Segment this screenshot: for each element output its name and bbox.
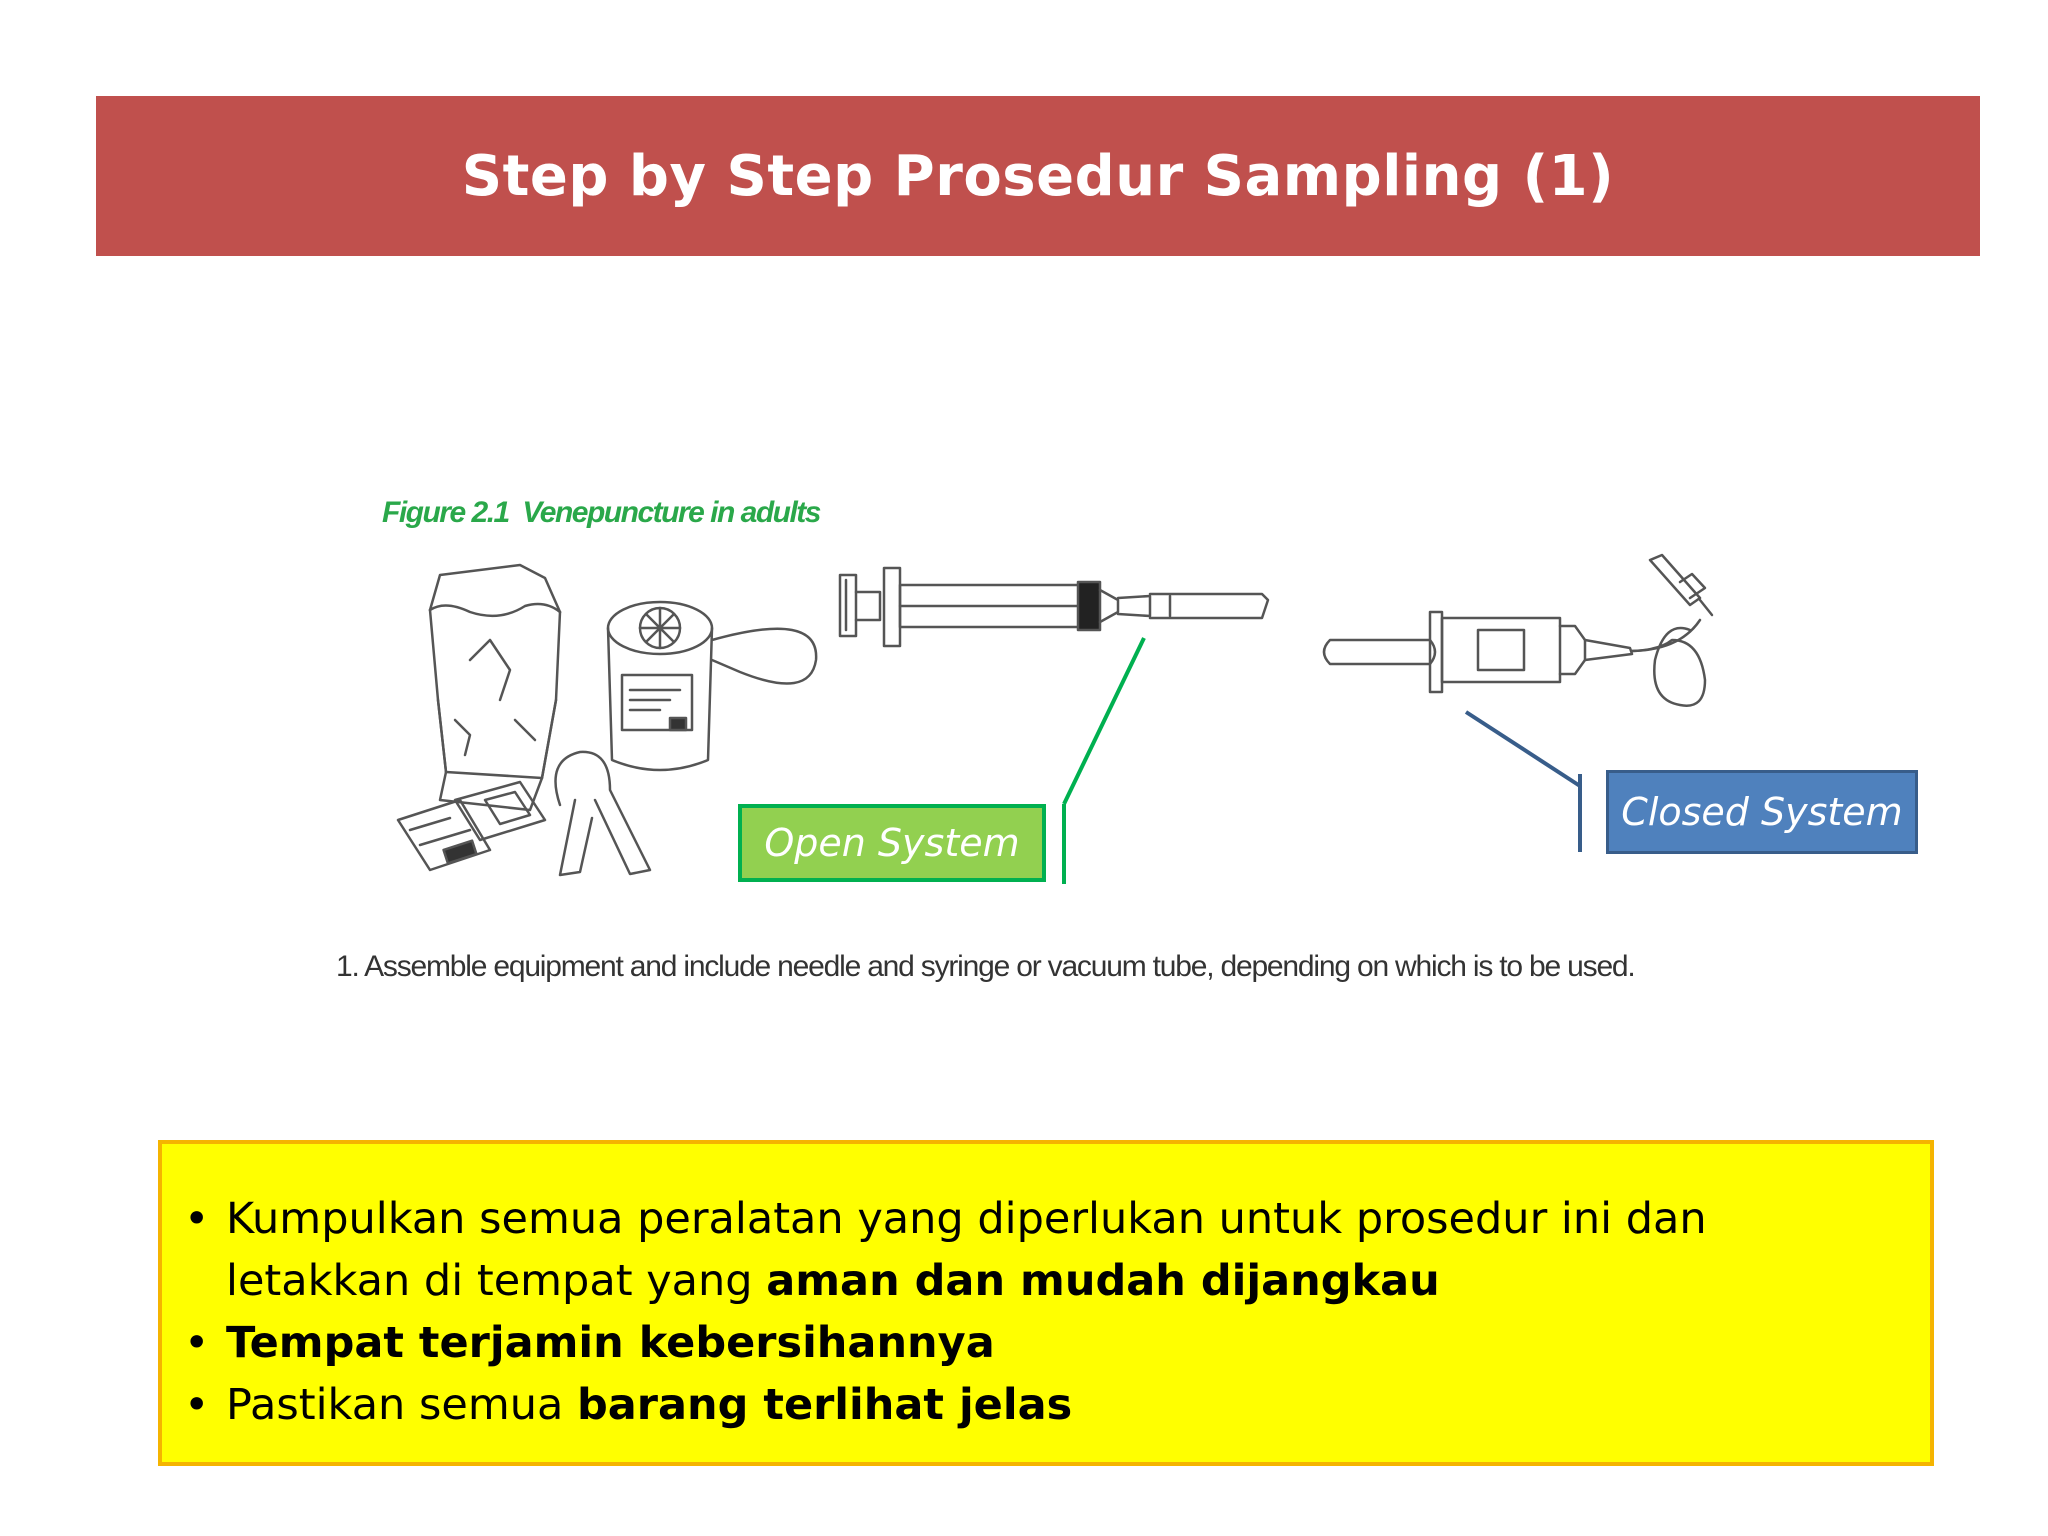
bullet-box: • Kumpulkan semua peralatan yang diperluk…: [158, 1140, 1934, 1466]
open-system-connector: [1062, 637, 1146, 805]
bullet-3-text: Pastikan semua: [226, 1380, 577, 1430]
figure-caption: Figure 2.1 Venepuncture in adults: [382, 496, 821, 529]
closed-system-label: Closed System: [1606, 770, 1918, 854]
bullet-dot: •: [184, 1318, 210, 1368]
tourniquet-drawing: [554, 750, 652, 877]
list-item: • Kumpulkan semua peralatan yang diperluk…: [184, 1188, 1900, 1312]
sharps-container-drawing: [606, 600, 818, 772]
bag-drawing: [428, 563, 562, 812]
syringe-drawing: [838, 566, 1270, 648]
bullet-dot: •: [184, 1194, 210, 1244]
swabs-drawing: [396, 780, 547, 872]
figure-step-text: 1. Assemble equipment and include needle…: [336, 950, 1636, 983]
bullet-1-bold: aman dan mudah dijangkau: [766, 1256, 1440, 1306]
closed-system-connector: [1464, 710, 1582, 788]
title-bar: Step by Step Prosedur Sampling (1): [96, 96, 1980, 256]
bullet-1-text: Kumpulkan semua peralatan yang diperluka…: [226, 1194, 1707, 1306]
slide-title: Step by Step Prosedur Sampling (1): [461, 143, 1615, 209]
bullet-3-bold: barang terlihat jelas: [577, 1380, 1073, 1430]
bullet-2-bold: Tempat terjamin kebersihannya: [226, 1318, 995, 1368]
open-system-label: Open System: [738, 804, 1046, 882]
vacuum-holder-drawing: [1322, 553, 1714, 707]
bullet-list: • Kumpulkan semua peralatan yang diperluk…: [184, 1188, 1900, 1436]
list-item: • Pastikan semua barang terlihat jelas: [184, 1374, 1900, 1436]
bullet-dot: •: [184, 1380, 210, 1430]
list-item: • Tempat terjamin kebersihannya: [184, 1312, 1900, 1374]
